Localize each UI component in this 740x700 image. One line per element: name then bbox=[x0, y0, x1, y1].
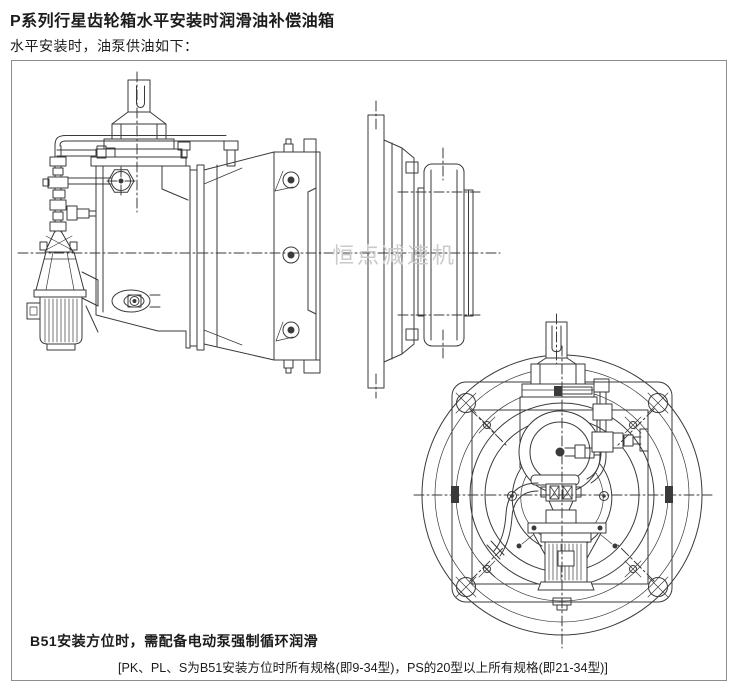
note-spec: [PK、PL、S为B51安装方位时所有规格(即9-34型)，PS的20型以上所有… bbox=[118, 661, 608, 675]
figure-frame bbox=[11, 60, 727, 681]
page-title: P系列行星齿轮箱水平安装时润滑油补偿油箱 bbox=[10, 13, 335, 30]
note-b51: B51安装方位时，需配备电动泵强制循环润滑 bbox=[30, 633, 319, 649]
gearbox-side-view bbox=[17, 71, 501, 399]
gearbox-front-view bbox=[413, 313, 713, 649]
intro-line: 水平安装时，油泵供油如下： bbox=[10, 38, 199, 54]
watermark-text: 恒点减速机 bbox=[332, 243, 457, 268]
